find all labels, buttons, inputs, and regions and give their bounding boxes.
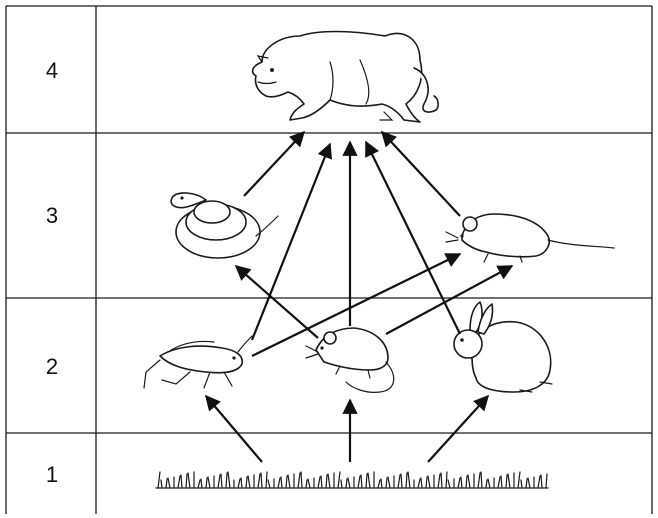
- level-label-3: 3: [46, 203, 58, 228]
- grasshopper-illustration: [143, 335, 253, 389]
- arrow-rabbit-to-cougar: [365, 140, 461, 335]
- arrow-grass-to-grasshopper: [205, 394, 263, 463]
- arrow-mouse-to-cougar: [380, 130, 461, 217]
- food-web-arrows: [205, 130, 514, 463]
- arrow-rat-to-snake: [234, 264, 319, 339]
- rat-illustration: [305, 327, 395, 393]
- grass-illustration: [155, 471, 549, 489]
- level-label-2: 2: [46, 354, 58, 379]
- level-label-4: 4: [46, 58, 58, 83]
- arrow-grass-to-rabbit: [427, 394, 490, 463]
- level-label-1: 1: [46, 462, 58, 487]
- arrow-grasshopper-to-cougar: [250, 142, 333, 341]
- arrow-snake-to-cougar: [243, 130, 306, 197]
- mouse-illustration: [445, 213, 615, 263]
- arrow-rat-to-mouse: [385, 265, 514, 335]
- rabbit-illustration: [453, 301, 553, 393]
- trophic-level-table: [5, 5, 653, 514]
- cougar-illustration: [251, 30, 439, 123]
- arrow-grasshopper-to-mouse: [251, 253, 462, 357]
- snake-illustration: [170, 192, 279, 259]
